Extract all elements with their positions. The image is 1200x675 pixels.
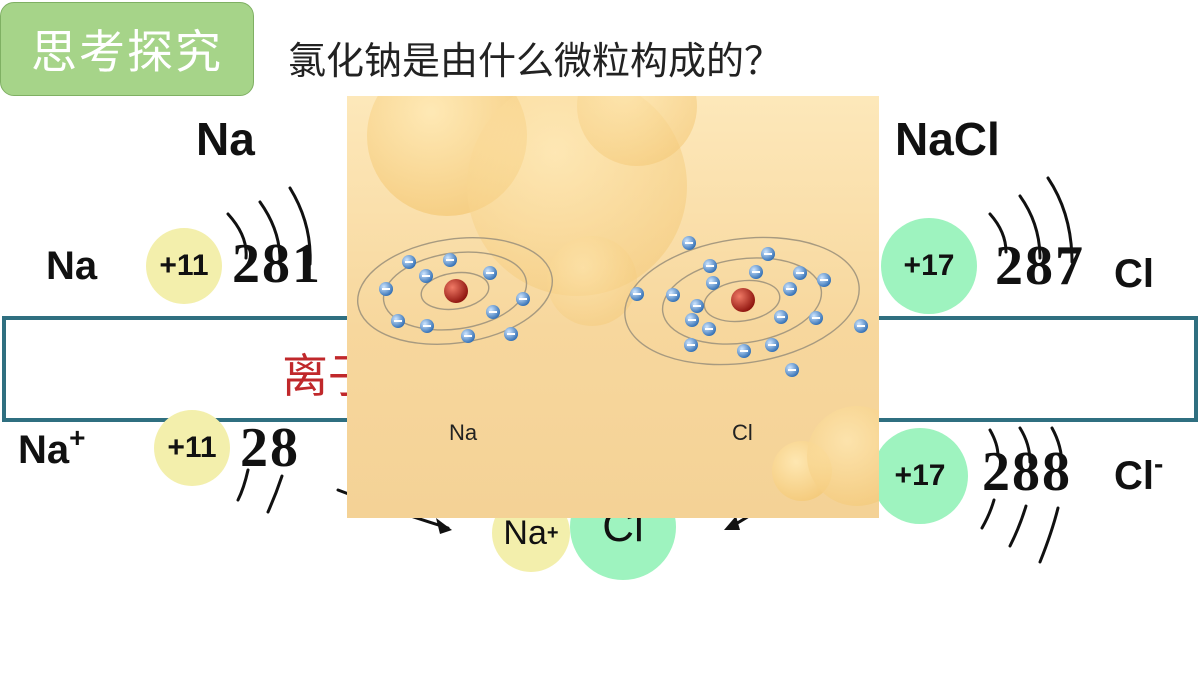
question-text: 氯化钠是由什么微粒构成的？ [288,39,783,83]
photo-cl-caption: Cl [732,420,753,445]
cl-atom-label: Cl [1114,252,1154,296]
pair-na-label: Na [503,513,547,552]
photo-na-caption: Na [449,420,478,445]
cl-ion-charge: - [1154,448,1164,479]
nacl-title: NaCl [895,113,1000,165]
cl-ion-shells: 288 [982,441,1072,503]
na-ion-shells: 28 [240,417,300,479]
section-tag: 思考探究 [0,2,254,96]
cl-atom-nucleus: +17 [881,218,977,314]
cl-ion-symbol: Cl [1114,454,1154,498]
na-ion-symbol: Na [18,428,70,472]
na-ion-label: Na+ [18,422,86,473]
na-ion-nucleus: +11 [154,410,230,486]
atom-model-picture: Na Cl [347,96,879,518]
na-atom-label: Na [46,244,98,288]
na-atom-shells: 281 [232,233,322,295]
na-title: Na [196,113,255,165]
cl-ion-nucleus: +17 [872,428,968,524]
atom-model-illustration [356,96,879,506]
na-ion-charge: + [69,422,86,453]
pair-na-charge: + [546,521,559,544]
na-atom-nucleus: +11 [146,228,222,304]
cl-ion-label: Cl- [1114,448,1163,499]
